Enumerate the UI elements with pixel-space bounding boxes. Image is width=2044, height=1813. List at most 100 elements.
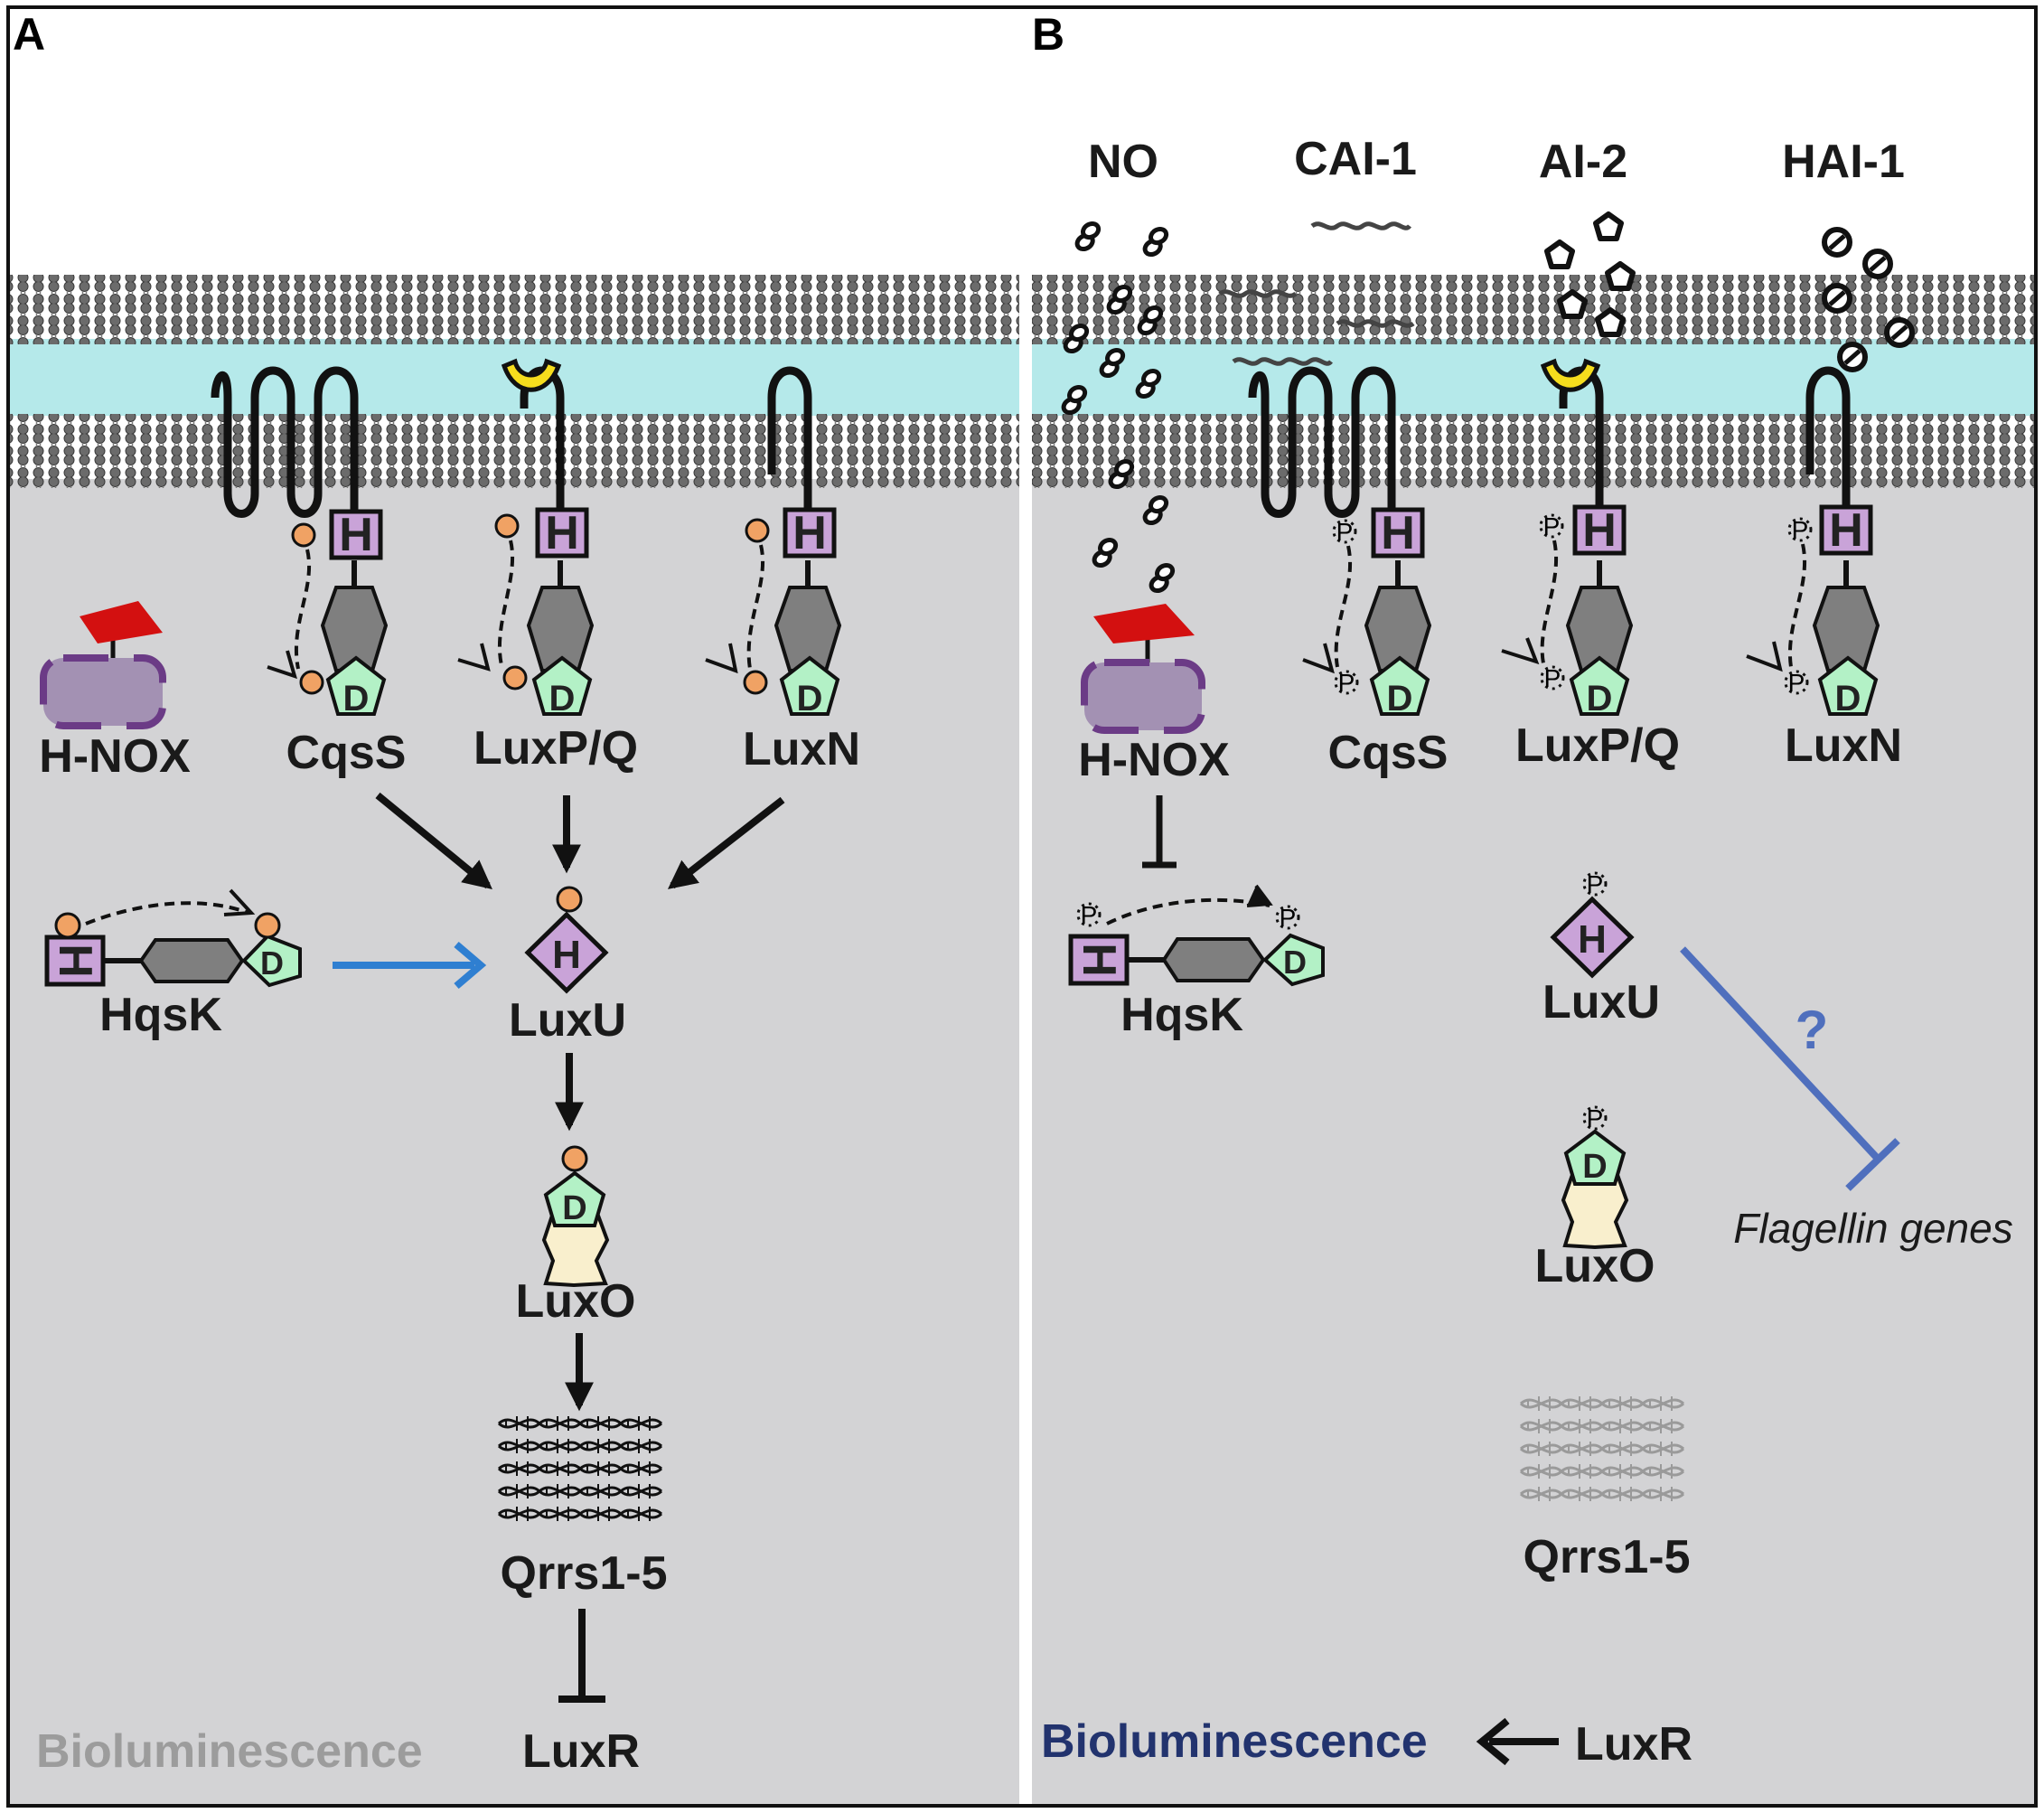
phosphate-letter: P	[1280, 904, 1297, 932]
arrow-head-blue	[454, 941, 487, 990]
label-bioluminescence-b: Bioluminescence	[1041, 1715, 1428, 1768]
luxu-b: P H LuxU	[1542, 870, 1660, 1029]
panel-divider	[1019, 7, 1032, 1806]
panel-b-periplasm	[1032, 339, 2035, 416]
histidine-letter: H	[792, 507, 827, 559]
aspartate-letter: D	[343, 679, 370, 719]
phosphate-icon	[494, 513, 520, 539]
label-luxr-b: LuxR	[1575, 1718, 1692, 1771]
panel-a: A H-NOX H D CqsS	[9, 9, 1019, 1806]
phosphate-icon	[745, 518, 770, 543]
panel-a-outer-membrane	[9, 275, 1019, 344]
phosphate-released-icon: P	[1540, 664, 1565, 692]
phosphate-letter: P	[1544, 664, 1561, 692]
hnox-body	[40, 654, 166, 729]
receiver-domain	[1563, 1129, 1627, 1186]
luxp-binding-icon	[1540, 358, 1601, 392]
hqsk-kinase-a: H D HqsK	[44, 888, 302, 1041]
histidine-letter: H	[552, 933, 581, 977]
histidine-box	[783, 507, 837, 559]
phosphate-letter: P	[1587, 870, 1604, 898]
phosphate-released-icon: P	[1332, 518, 1357, 546]
phosphate-letter: P	[1081, 901, 1098, 929]
phosphate-released-icon: P	[1582, 870, 1608, 898]
label-luxo-b: LuxO	[1535, 1240, 1655, 1292]
figure-frame	[6, 5, 2038, 1808]
phosphate-icon	[556, 886, 583, 913]
aspartate-letter: D	[1283, 944, 1307, 981]
receiver-domain	[543, 1170, 606, 1227]
label-flagellin-genes: Flagellin genes	[1733, 1205, 2012, 1252]
heme-icon	[1093, 604, 1195, 643]
panel-b: B NO CAI-1 AI-2 HAI-1	[1032, 9, 2035, 1806]
hnox-sensor-a: H-NOX	[39, 601, 191, 783]
phosphate-icon	[743, 670, 768, 695]
label-no: NO	[1088, 136, 1158, 188]
luxn-receptor-a: H D LuxN	[705, 366, 860, 775]
luxpq-receptor-b: H D P P LuxP/Q	[1501, 358, 1680, 772]
inhibition-bar	[1845, 1138, 1900, 1191]
aspartate-letter: D	[260, 944, 284, 982]
cqss-receptor-b: H D P P CqsS	[1248, 366, 1448, 779]
hqsk-kinase-b: H D P P HqsK	[1068, 884, 1325, 1041]
histidine-letter: H	[1829, 504, 1863, 557]
hnox-body	[1081, 659, 1205, 734]
histidine-letter: H	[339, 509, 373, 561]
phosphate-icon	[291, 522, 316, 548]
label-luxo-a: LuxO	[516, 1275, 636, 1328]
luxo-body	[1561, 1173, 1629, 1250]
kinase-core	[138, 938, 245, 983]
arrow-head-black	[1476, 1717, 1510, 1766]
phosphate-released-icon: P	[1275, 904, 1300, 932]
label-luxu-b: LuxU	[1542, 976, 1660, 1029]
phosphate-letter: P	[1587, 1104, 1604, 1132]
aspartate-letter: D	[1387, 679, 1413, 719]
panel-b-letter: B	[1032, 9, 1064, 60]
hnox-sensor-b: H-NOX	[1078, 604, 1230, 786]
cqss-receptor-a: H D CqsS	[211, 366, 407, 779]
phosphate-released-icon: P	[1787, 516, 1813, 544]
luxpq-receptor-a: H D LuxP/Q	[457, 358, 638, 775]
label-hnox-a: H-NOX	[39, 730, 191, 783]
histidine-letter: H	[49, 944, 101, 978]
aspartate-letter: D	[1587, 679, 1613, 719]
phosphate-icon	[54, 912, 81, 939]
label-cai1: CAI-1	[1294, 133, 1417, 185]
phosphate-released-icon: P	[1334, 669, 1359, 697]
label-ai2: AI-2	[1539, 136, 1627, 188]
phosphate-icon	[299, 670, 324, 695]
histidine-letter: H	[545, 507, 579, 559]
phosphate-released-icon: P	[1076, 901, 1102, 929]
label-cqss-a: CqsS	[286, 727, 407, 779]
label-luxr-a: LuxR	[522, 1725, 640, 1778]
histidine-diamond	[524, 911, 609, 994]
label-bioluminescence-a: Bioluminescence	[36, 1725, 423, 1778]
histidine-letter: H	[1578, 917, 1607, 962]
label-hqsk-a: HqsK	[99, 989, 222, 1041]
cai1-molecules	[1218, 221, 1415, 366]
label-luxpq-a: LuxP/Q	[473, 722, 638, 775]
kinase-core	[1161, 937, 1266, 982]
luxo-b: P D LuxO	[1535, 1104, 1655, 1292]
aspartate-letter: D	[1835, 679, 1861, 719]
label-qrrs-b: Qrrs1-5	[1524, 1531, 1691, 1583]
histidine-box	[329, 509, 383, 560]
receiver-domain	[1262, 933, 1325, 987]
luxo-a: D LuxO	[516, 1145, 636, 1328]
receiver-domain	[779, 655, 840, 716]
aspartate-letter: D	[797, 679, 823, 719]
phosphate-released-icon: P	[1784, 669, 1809, 697]
phosphate-icon	[561, 1145, 588, 1172]
phosphate-released-icon: P	[1539, 512, 1564, 540]
histidine-letter: H	[1381, 507, 1415, 559]
aspartate-letter: D	[562, 1189, 586, 1227]
receiver-domain	[325, 655, 387, 716]
label-luxpq-b: LuxP/Q	[1515, 719, 1680, 772]
arrow-cqss-to-luxu	[375, 792, 492, 890]
receiver-domain	[531, 655, 593, 716]
aspartate-letter: D	[1582, 1148, 1607, 1186]
question-mark: ?	[1796, 1000, 1829, 1060]
label-hnox-b: H-NOX	[1078, 734, 1230, 786]
luxn-receptor-b: H D P P LuxN	[1746, 366, 1902, 772]
qrrs-rna-b: Qrrs1-5	[1519, 1395, 1691, 1583]
